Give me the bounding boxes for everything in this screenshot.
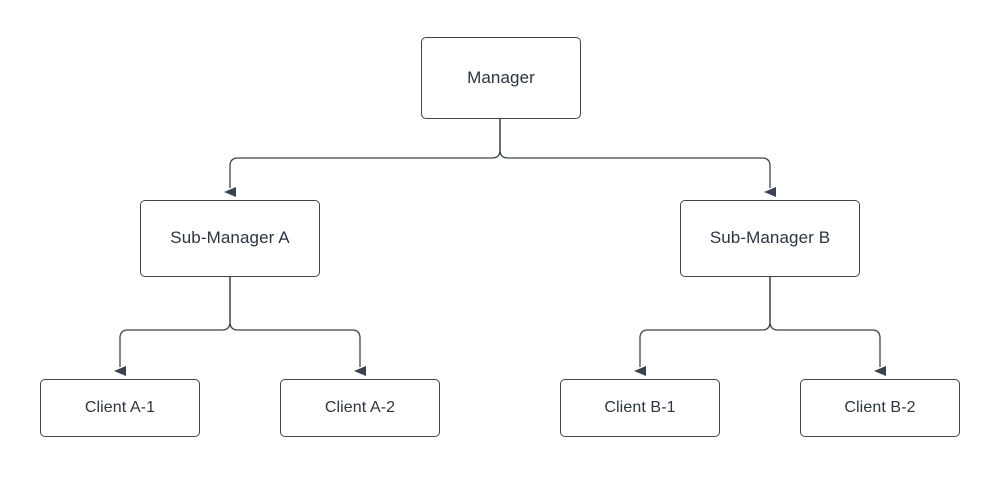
- node-client-a2[interactable]: Client A-2: [280, 379, 440, 437]
- edge-sub-manager-a-to-client-a1: [114, 277, 231, 376]
- node-sub-manager-a[interactable]: Sub-Manager A: [140, 200, 320, 277]
- node-client-b2-label: Client B-2: [844, 399, 916, 417]
- node-sub-manager-b-label: Sub-Manager B: [709, 228, 831, 248]
- edge-manager-to-sub-manager-a: [224, 119, 501, 197]
- node-manager[interactable]: Manager: [421, 37, 581, 119]
- edge-manager-to-sub-manager-b: [499, 119, 776, 197]
- node-manager-label: Manager: [467, 67, 535, 87]
- node-client-b2[interactable]: Client B-2: [800, 379, 960, 437]
- node-client-a2-label: Client A-2: [324, 399, 396, 417]
- node-client-a1-label: Client A-1: [84, 399, 156, 417]
- node-sub-manager-b[interactable]: Sub-Manager B: [680, 200, 860, 277]
- node-sub-manager-a-label: Sub-Manager A: [170, 228, 290, 248]
- node-client-a1[interactable]: Client A-1: [40, 379, 200, 437]
- edge-sub-manager-b-to-client-b2: [769, 277, 886, 376]
- edge-sub-manager-a-to-client-a2: [229, 277, 366, 376]
- edge-sub-manager-b-to-client-b1: [634, 277, 771, 376]
- node-client-b1-label: Client B-1: [604, 399, 676, 417]
- node-client-b1[interactable]: Client B-1: [560, 379, 720, 437]
